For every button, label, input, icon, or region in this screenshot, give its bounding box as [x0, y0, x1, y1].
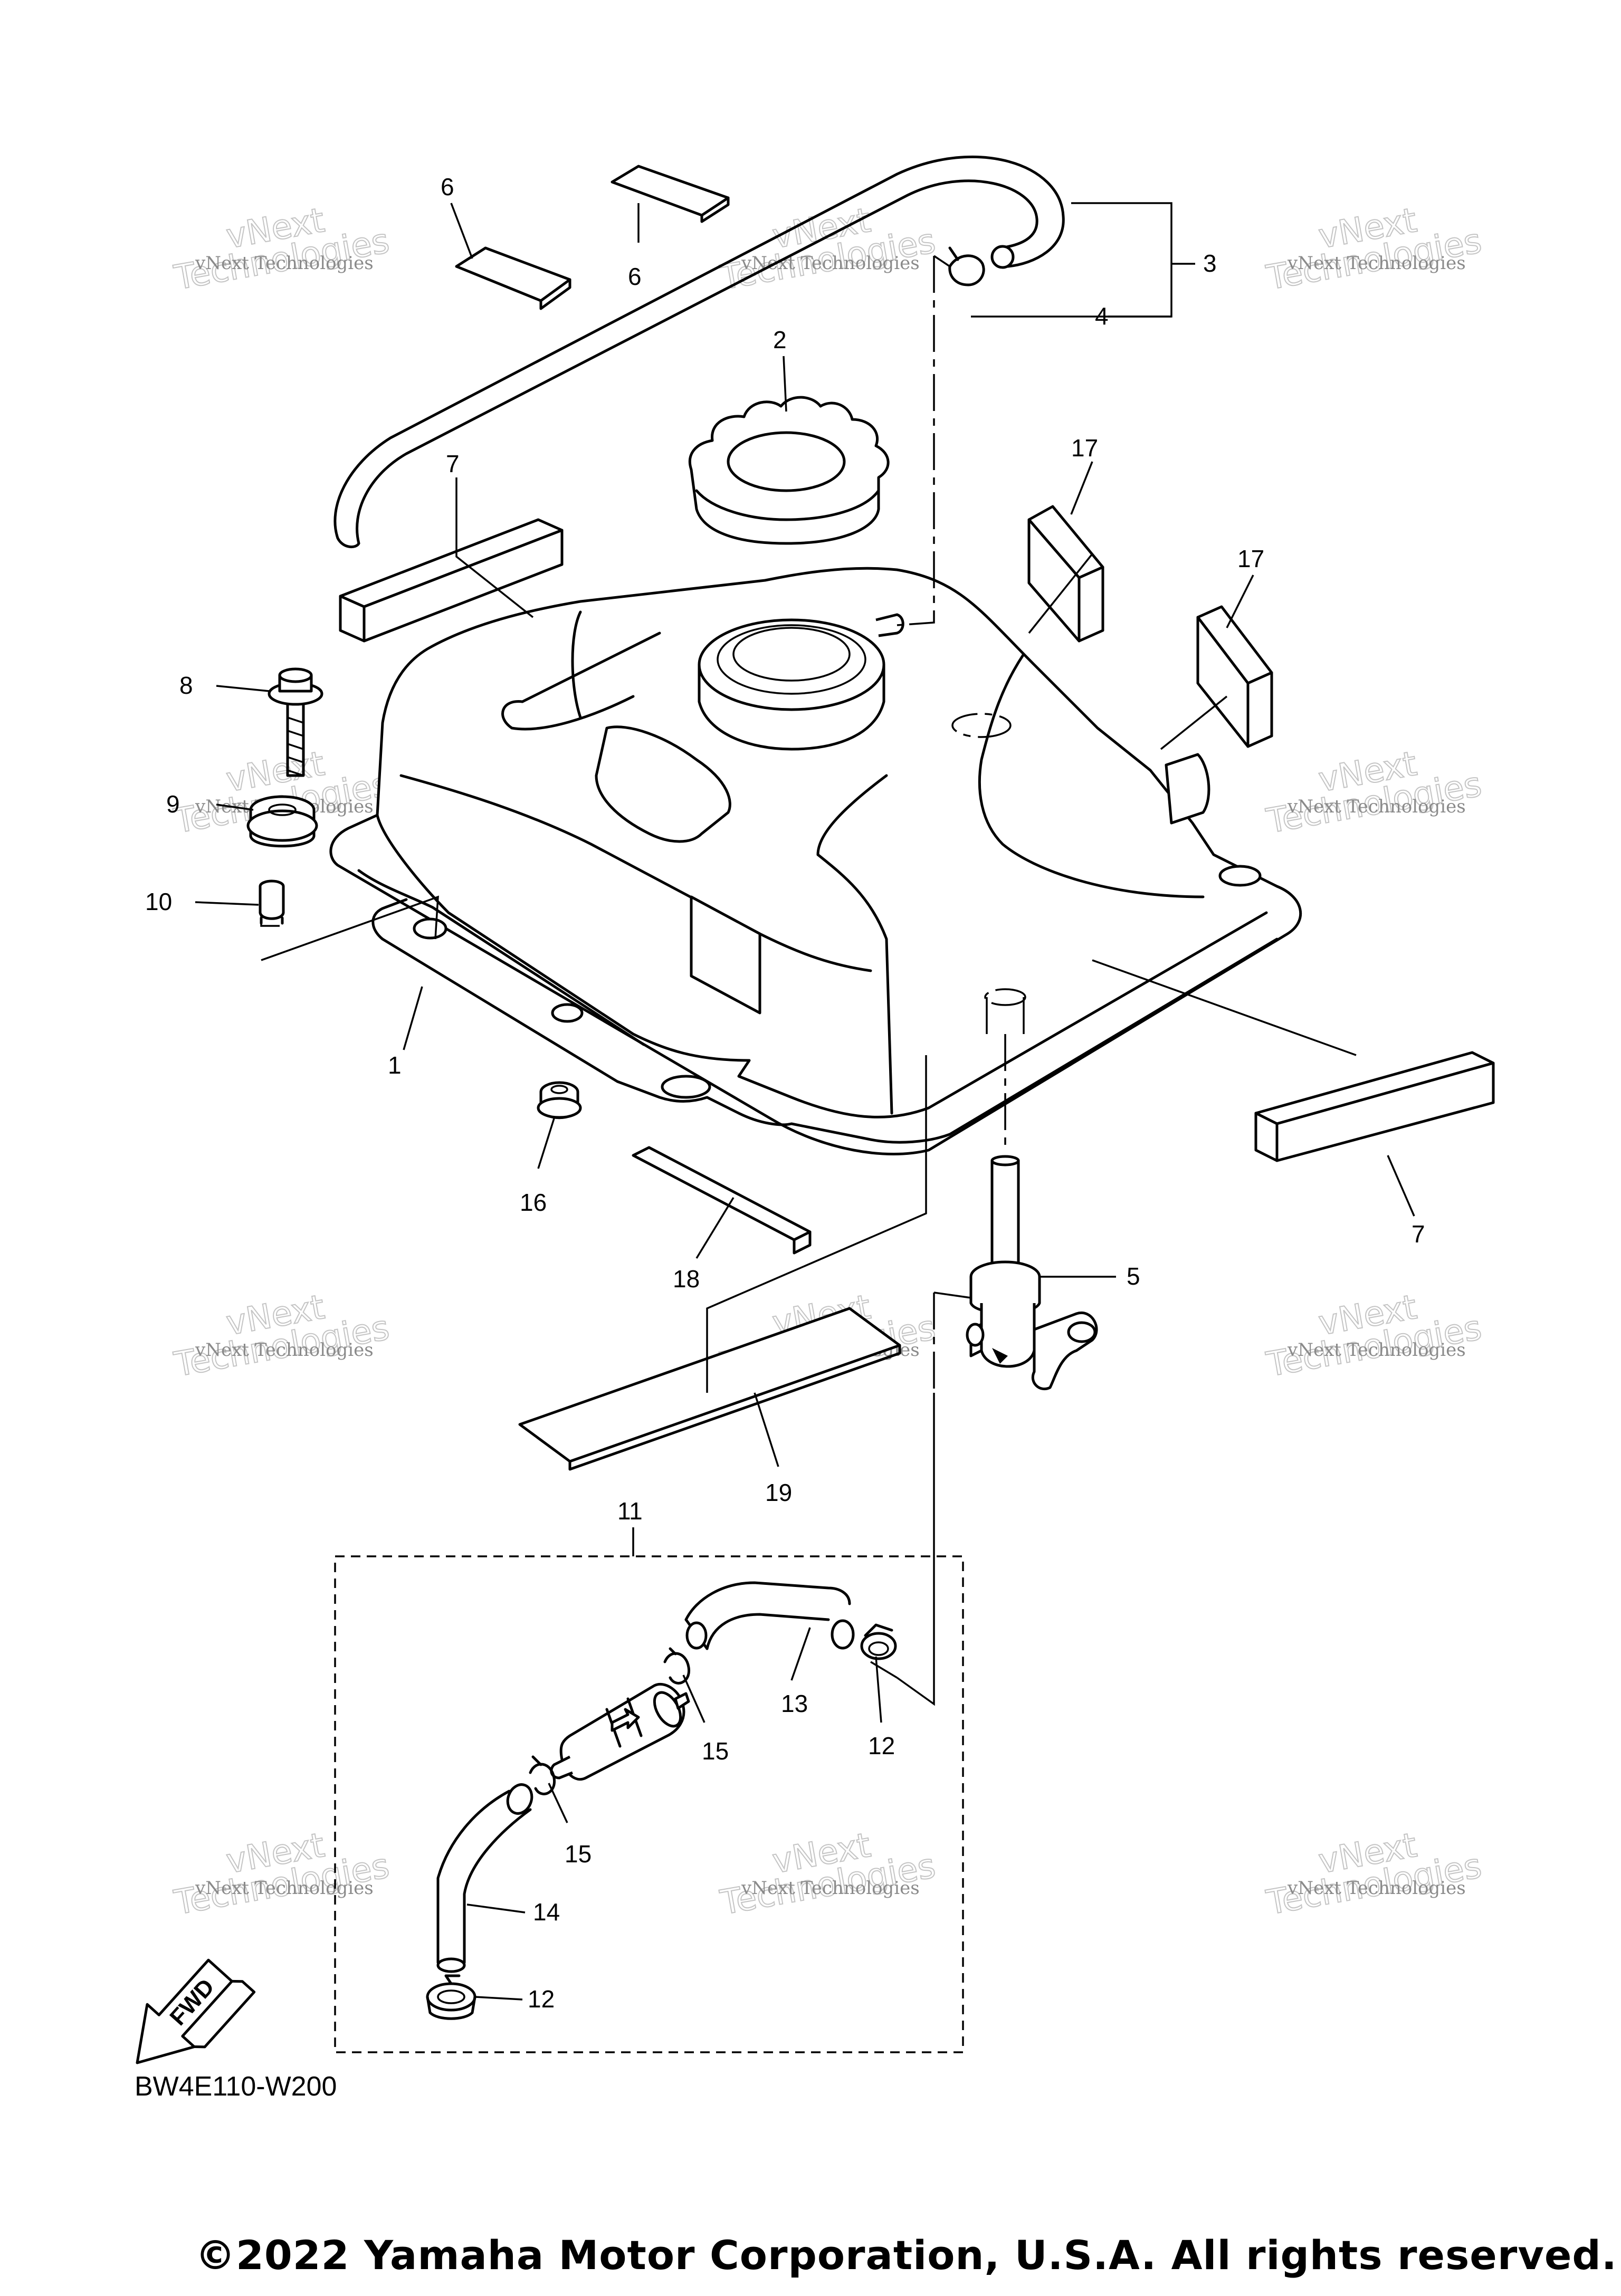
- damper-17a: [1027, 505, 1104, 643]
- callout-6b: 6: [628, 263, 642, 290]
- callout-4: 4: [1095, 302, 1109, 330]
- svg-text:vNext Technologies: vNext Technologies: [1287, 1340, 1466, 1361]
- callout-10: 10: [145, 888, 172, 915]
- damper-7b: [1254, 1051, 1495, 1162]
- callouts: 6 6 3 4 2 7 17 17 8 9 10 1 16 18 5 7 19 …: [145, 173, 1425, 2013]
- strip-18: [632, 1146, 812, 1255]
- fuel-filter-kit-box: [334, 1527, 964, 2053]
- callout-19: 19: [765, 1479, 792, 1506]
- fwd-arrow-icon: FWD: [136, 1958, 256, 2064]
- leader-10-tank: [261, 895, 439, 961]
- diagram-code: BW4E110-W200: [135, 2071, 337, 2102]
- hose-clamp-12a: [860, 1623, 897, 1660]
- copyright-notice: ©2022 Yamaha Motor Corporation, U.S.A. A…: [195, 2232, 1617, 2279]
- pad-6a: [455, 246, 571, 310]
- callout-3: 3: [1203, 250, 1217, 277]
- callout-1: 1: [388, 1051, 402, 1079]
- svg-text:vNext Technologies: vNext Technologies: [195, 253, 374, 274]
- svg-text:vNext Technologies: vNext Technologies: [1287, 796, 1466, 817]
- fuel-filter: [550, 1682, 690, 1781]
- collar-10: [259, 879, 285, 927]
- grommet-9: [246, 795, 318, 848]
- svg-text:vNext Technologies: vNext Technologies: [195, 1340, 374, 1361]
- hose-14: [436, 1783, 533, 1973]
- callout-14: 14: [533, 1898, 560, 1926]
- callout-5: 5: [1127, 1262, 1140, 1290]
- breather-hose: [333, 155, 1065, 549]
- callout-11: 11: [617, 1497, 643, 1525]
- bolt-8: [268, 667, 323, 777]
- callout-12a: 12: [868, 1732, 895, 1759]
- callout-7b: 7: [1412, 1220, 1425, 1248]
- svg-text:vNext Technologies: vNext Technologies: [1287, 1878, 1466, 1899]
- callout-18: 18: [673, 1265, 700, 1293]
- callout-6a: 6: [441, 173, 454, 200]
- grommet-16: [537, 1081, 582, 1120]
- callout-8: 8: [179, 672, 193, 699]
- svg-text:vNext Technologies: vNext Technologies: [741, 1878, 920, 1899]
- clip-15a: [663, 1647, 691, 1685]
- fuel-cock: [966, 1155, 1098, 1391]
- clip-15b: [529, 1755, 556, 1795]
- damper-17b: [1196, 605, 1273, 748]
- callout-17b: 17: [1237, 545, 1264, 572]
- hose-13: [684, 1581, 855, 1650]
- pad-6b: [611, 165, 730, 223]
- callout-15a: 15: [702, 1737, 729, 1765]
- hose-clamp-12b: [426, 1974, 476, 2020]
- svg-text:vNext Technologies: vNext Technologies: [195, 1878, 374, 1899]
- reference-lines: [706, 255, 1006, 1706]
- callout-12b: 12: [528, 1985, 555, 2013]
- sheet-19: [518, 1307, 901, 1471]
- callout-16: 16: [520, 1189, 547, 1216]
- leader-lines: [195, 202, 1415, 2001]
- callout-15b: 15: [565, 1840, 592, 1868]
- damper-7a: [339, 518, 564, 643]
- hose-clip: [948, 246, 985, 286]
- callout-7a: 7: [446, 450, 460, 477]
- fuel-tank: [329, 567, 1302, 1155]
- callout-9: 9: [166, 790, 180, 818]
- callout-13: 13: [781, 1690, 808, 1717]
- callout-17a: 17: [1071, 434, 1098, 462]
- svg-text:vNext Technologies: vNext Technologies: [1287, 253, 1466, 274]
- svg-text:vNext Technologies: vNext Technologies: [741, 253, 920, 274]
- fuel-cap: [688, 396, 890, 545]
- callout-2: 2: [773, 326, 787, 353]
